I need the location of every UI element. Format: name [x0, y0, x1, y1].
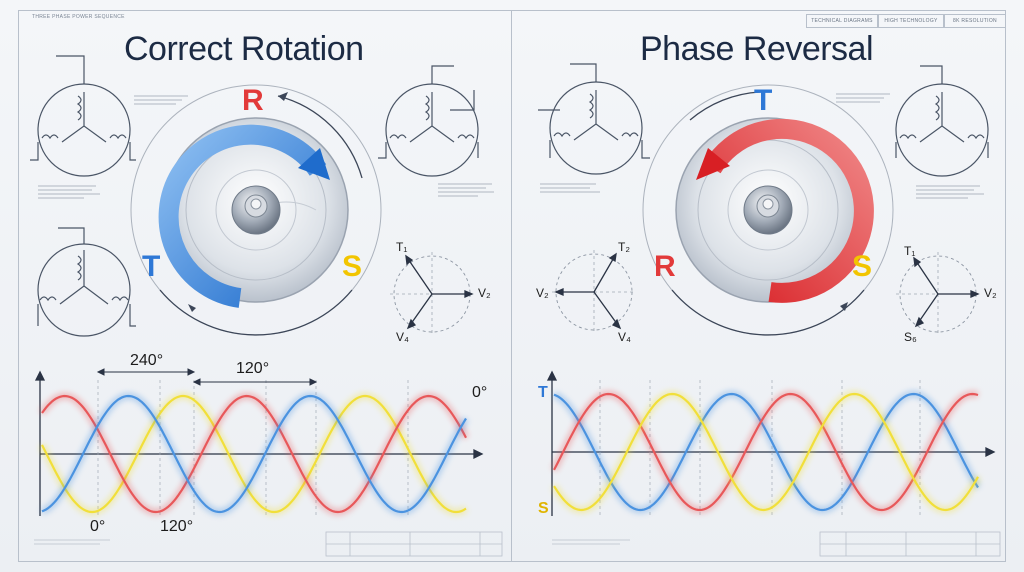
annotation-lines-left — [38, 95, 494, 199]
label-240-degrees: 240° — [130, 352, 164, 369]
vector-diagram-right — [896, 252, 980, 336]
header-box-3: 8K RESOLUTION — [944, 14, 1006, 28]
header-box-1: TECHNICAL DIAGRAMS — [806, 14, 878, 28]
rotation-arrow-clockwise — [158, 124, 327, 308]
wave-left-red — [41, 394, 467, 514]
vector-diagram-center — [552, 250, 636, 334]
vector-label-s6-right: S₆ — [904, 330, 917, 344]
motor-left — [130, 84, 382, 336]
sheet-frame — [18, 10, 1006, 562]
vector-label-v2-right: V₂ — [984, 286, 997, 300]
vector-label-v4: V₄ — [396, 330, 409, 344]
vector-label-t1: T₁ — [396, 240, 408, 254]
winding-schematic-top-right-a — [378, 65, 479, 177]
wave-label-s: S — [538, 500, 549, 517]
vector-diagram-left — [390, 252, 474, 336]
winding-schematic-top-center — [538, 63, 650, 175]
label-120-degrees-bottom: 120° — [160, 518, 194, 535]
title-correct-rotation: Correct Rotation — [124, 30, 364, 68]
title-block-right — [552, 531, 1001, 557]
header-box-2: HIGH TECHNOLOGY — [878, 14, 944, 28]
motor-right — [642, 84, 894, 336]
wave-left-blue — [41, 394, 467, 514]
phase-r-top-left: R — [242, 84, 264, 117]
phase-t-top-right: T — [754, 84, 773, 117]
phase-s-right: S — [852, 250, 873, 283]
wave-right-blue — [553, 392, 979, 512]
label-120-degrees-top: 120° — [236, 360, 270, 377]
rotation-arrow-counterclockwise — [703, 118, 874, 303]
vector-label-v4-center: V₄ — [618, 330, 631, 344]
title-block-left — [34, 531, 503, 557]
vector-label-t2: T₂ — [618, 240, 630, 254]
wave-right-yellow — [553, 392, 979, 512]
vector-label-v2: V₂ — [478, 286, 491, 300]
vector-label-t1-right: T₁ — [904, 244, 916, 258]
sheet-tag: THREE PHASE POWER SEQUENCE — [32, 14, 125, 20]
winding-schematic-top-far-right — [895, 65, 989, 177]
panel-divider — [511, 10, 512, 562]
waveforms — [38, 390, 982, 516]
annotation-lines-right — [540, 93, 984, 199]
phase-t-left: T — [142, 250, 161, 283]
phase-r-right: R — [654, 250, 676, 283]
phase-s-left: S — [342, 250, 363, 283]
wave-label-t: T — [538, 384, 548, 401]
vector-label-v2-center: V₂ — [536, 286, 549, 300]
dimension-arrows-left — [96, 368, 318, 386]
winding-schematic-top-left — [30, 55, 136, 177]
label-0-degrees-end: 0° — [472, 384, 488, 401]
winding-schematic-bottom-left — [37, 227, 136, 337]
wave-right-red — [553, 392, 979, 512]
title-phase-reversal: Phase Reversal — [640, 30, 874, 68]
label-0-degrees-start: 0° — [90, 518, 106, 535]
